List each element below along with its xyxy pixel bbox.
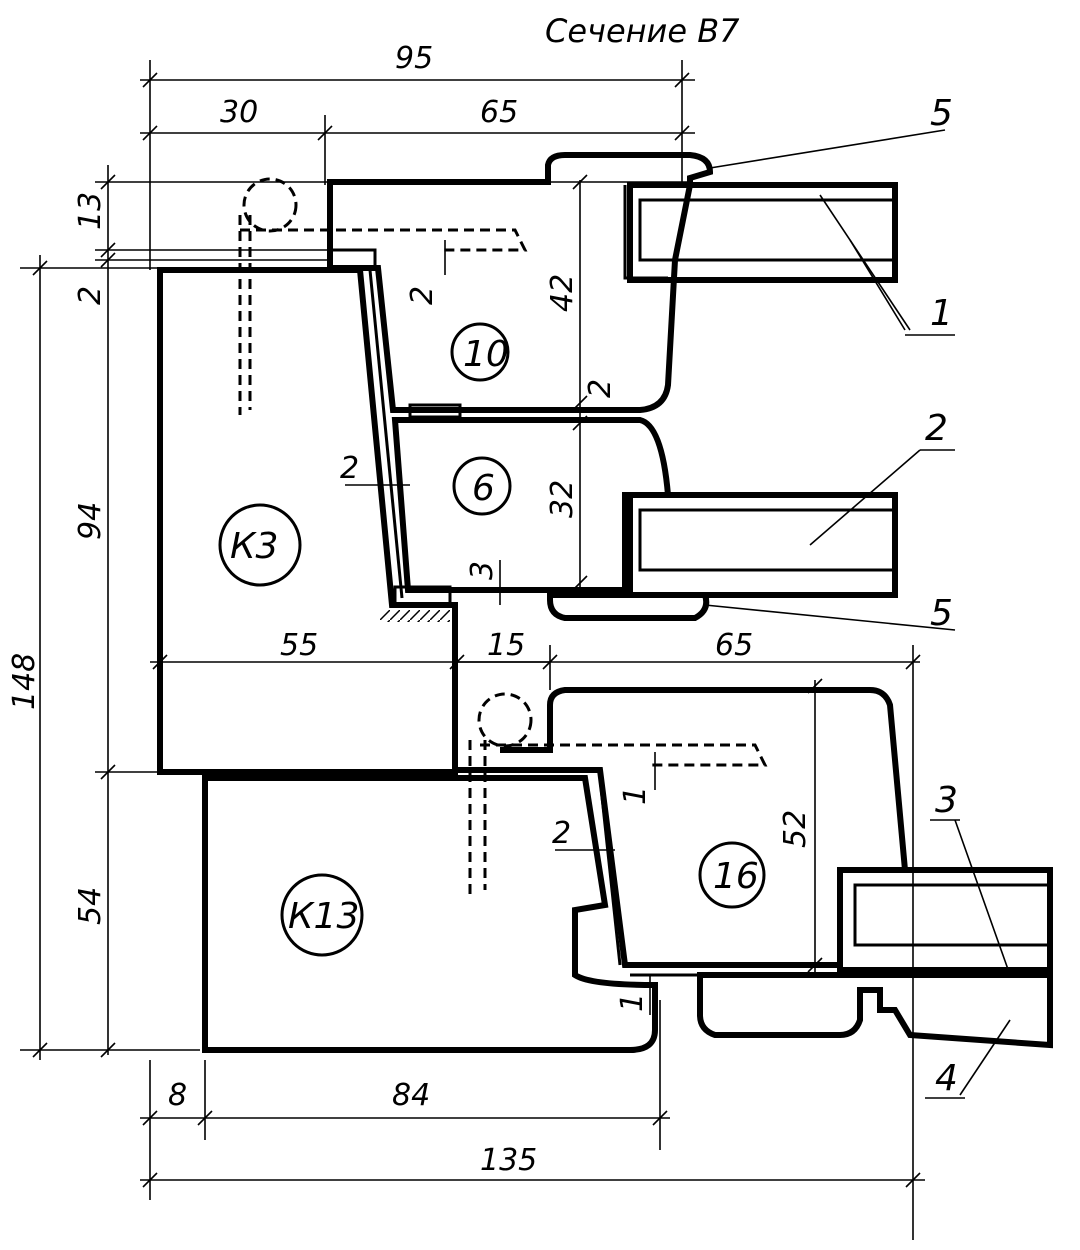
glass-unit-upper bbox=[627, 182, 898, 283]
dim-15: 15 bbox=[487, 628, 525, 663]
leader-label-3: 3 bbox=[935, 780, 958, 821]
marker-k3-circle bbox=[218, 503, 302, 587]
label-part-6: 6 bbox=[472, 468, 495, 509]
dim-8: 8 bbox=[168, 1078, 187, 1113]
dim-2-k13: 2 bbox=[552, 816, 571, 851]
dim-148: 148 bbox=[7, 653, 42, 710]
marker-k13-circle bbox=[280, 873, 364, 957]
dim-65-top: 65 bbox=[480, 95, 518, 130]
dim-54: 54 bbox=[73, 887, 108, 925]
seal-strip-top bbox=[328, 248, 377, 270]
dim-32: 32 bbox=[545, 480, 580, 518]
dim-52: 52 bbox=[778, 810, 813, 848]
dim-42: 42 bbox=[545, 274, 580, 312]
dim-2-glass: 2 bbox=[405, 286, 440, 305]
dimension-lines bbox=[20, 60, 925, 1240]
dim-55: 55 bbox=[280, 628, 318, 663]
seal-strip-mid bbox=[393, 585, 452, 607]
dim-65-bottom: 65 bbox=[715, 628, 753, 663]
leader-label-5-top: 5 bbox=[930, 93, 953, 134]
section-title: Сечение В7 bbox=[545, 12, 740, 50]
dim-1-upper: 1 bbox=[618, 786, 653, 805]
dim-2-10-6: 2 bbox=[583, 379, 618, 398]
ground-hatch bbox=[380, 610, 450, 622]
part-k3-profile bbox=[157, 267, 458, 775]
fastener-lower bbox=[468, 692, 768, 895]
dim-30: 30 bbox=[220, 95, 258, 130]
dim-84: 84 bbox=[392, 1078, 430, 1113]
label-part-k3: К3 bbox=[230, 526, 278, 567]
part-6-profile bbox=[391, 417, 710, 621]
fastener-upper bbox=[238, 177, 528, 415]
dim-94: 94 bbox=[73, 502, 108, 540]
marker-16-circle bbox=[698, 841, 766, 909]
dim-2-k3-6: 2 bbox=[340, 451, 359, 486]
dim-135: 135 bbox=[480, 1143, 537, 1178]
leader-label-4: 4 bbox=[935, 1058, 958, 1099]
part-k13-profile bbox=[202, 775, 658, 1053]
dim-1-lower: 1 bbox=[615, 993, 650, 1012]
leader-label-2: 2 bbox=[925, 408, 948, 449]
glass-unit-lower bbox=[837, 867, 1053, 973]
part-16-profile bbox=[452, 687, 1053, 1049]
glass-unit-middle bbox=[627, 492, 898, 598]
leader-lines bbox=[704, 129, 1011, 1099]
marker-6-circle bbox=[452, 456, 512, 516]
dim-3: 3 bbox=[465, 561, 500, 580]
seal-strip-k3 bbox=[408, 403, 462, 419]
leader-label-1: 1 bbox=[930, 293, 953, 334]
label-part-10: 10 bbox=[463, 334, 509, 375]
dim-95: 95 bbox=[395, 41, 433, 76]
label-part-k13: К13 bbox=[288, 896, 359, 937]
dim-2-left: 2 bbox=[73, 286, 108, 305]
dim-13: 13 bbox=[73, 192, 108, 230]
leader-label-5-bottom: 5 bbox=[930, 593, 953, 634]
marker-10-circle bbox=[450, 322, 510, 382]
label-part-16: 16 bbox=[713, 856, 759, 897]
